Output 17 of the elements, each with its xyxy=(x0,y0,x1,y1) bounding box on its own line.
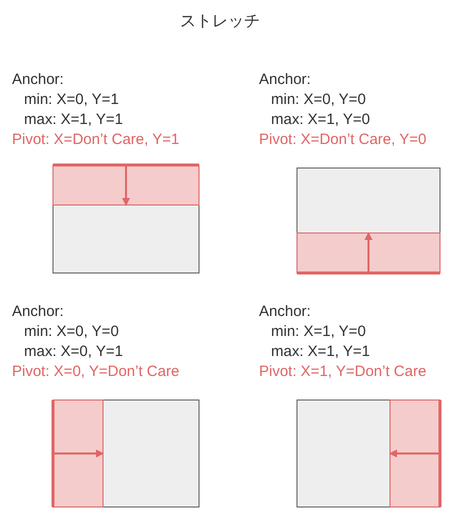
anchor-heading: Anchor: xyxy=(12,302,64,322)
anchor-max-text: max: X=0, Y=1 xyxy=(24,342,123,362)
title: ストレッチ xyxy=(180,12,260,32)
anchor-heading: Anchor: xyxy=(12,70,64,90)
anchor-heading: Anchor: xyxy=(259,70,311,90)
anchor-min-text: min: X=0, Y=0 xyxy=(24,322,119,342)
anchor-min-text: min: X=1, Y=0 xyxy=(271,322,366,342)
pivot-text: Pivot: X=Don’t Care, Y=0 xyxy=(259,130,426,150)
anchor-max-text: max: X=1, Y=1 xyxy=(271,342,370,362)
pivot-text: Pivot: X=0, Y=Don’t Care xyxy=(12,362,180,382)
anchor-max-text: max: X=1, Y=1 xyxy=(24,110,123,130)
pivot-text: Pivot: X=Don’t Care, Y=1 xyxy=(12,130,180,150)
anchor-min-text: min: X=0, Y=1 xyxy=(24,90,119,110)
anchor-max-text: max: X=1, Y=0 xyxy=(271,110,370,130)
anchor-min-text: min: X=0, Y=0 xyxy=(271,90,366,110)
anchor-heading: Anchor: xyxy=(259,302,311,322)
pivot-text: Pivot: X=1, Y=Don’t Care xyxy=(259,362,426,382)
